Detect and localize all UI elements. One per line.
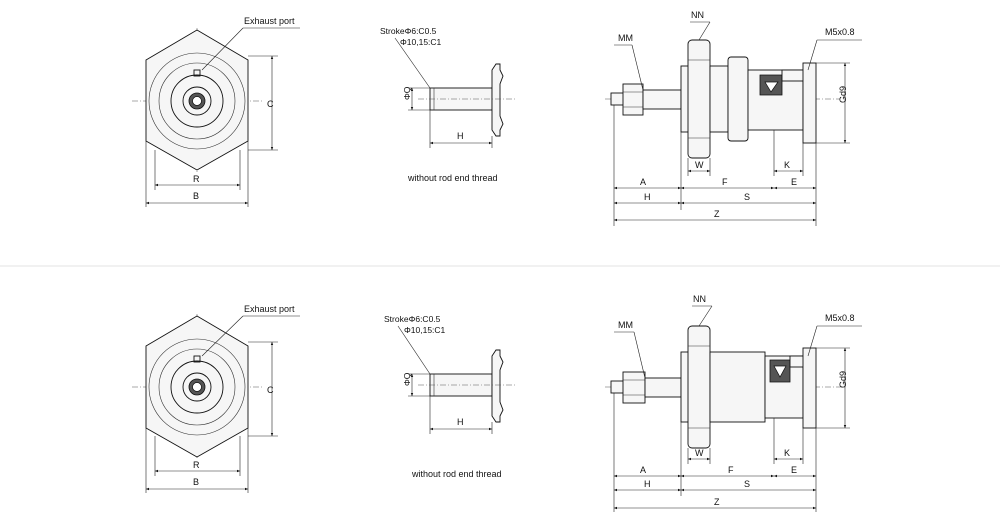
rod-flange <box>491 349 504 423</box>
piston-rod <box>644 377 682 398</box>
exhaust-port-label: Exhaust port <box>244 16 295 26</box>
hex-nut-nn <box>687 39 711 159</box>
dim-a-label: A <box>640 177 646 187</box>
side-view: M5x0.8 MM NN Gd9 W K A F <box>605 10 862 226</box>
port-label: M5x0.8 <box>825 313 855 323</box>
rod-end-circle <box>192 382 202 392</box>
drawing-top: Exhaust port C R B StrokeΦ6:C0.5 Φ10,15:… <box>132 10 862 226</box>
gd9-label: Gd9 <box>838 86 848 103</box>
dim-a-label: A <box>640 465 646 475</box>
caption-without-thread: without rod end thread <box>407 173 498 183</box>
dim-h-label: H <box>457 131 464 141</box>
dim-k-label: K <box>784 160 790 170</box>
piston-rod <box>429 87 493 111</box>
nn-label: NN <box>693 294 706 304</box>
mounting-nut-2 <box>709 65 729 133</box>
dim-h-label: H <box>457 417 464 427</box>
side-view: M5x0.8 MM NN Gd9 W K A F <box>605 294 862 512</box>
piston-rod <box>642 89 682 110</box>
dim-r-label: R <box>193 174 200 184</box>
hex-nut-nn <box>687 325 711 449</box>
dim-c-label: C <box>267 99 274 109</box>
body-circle <box>148 338 246 436</box>
exhaust-port-mark <box>193 355 201 363</box>
end-cap <box>802 347 817 429</box>
dim-h-side-label: H <box>644 479 651 489</box>
rod-end-view: StrokeΦ6:C0.5 Φ10,15:C1 ΦQ H without rod… <box>384 314 515 479</box>
dim-b-label: B <box>193 191 199 201</box>
stroke-note-line1: StrokeΦ6:C0.5 <box>384 314 441 324</box>
dim-s-label: S <box>744 192 750 202</box>
dim-z-label: Z <box>714 209 720 219</box>
nn-label: NN <box>691 10 704 20</box>
mm-label: MM <box>618 320 633 330</box>
dim-q-label: ΦQ <box>402 86 412 100</box>
gd9-label: Gd9 <box>838 371 848 388</box>
dim-s-label: S <box>744 479 750 489</box>
rod-end-circle <box>192 96 202 106</box>
front-view: Exhaust port C R B <box>132 304 300 493</box>
dim-c-label: C <box>267 385 274 395</box>
dim-k-label: K <box>784 448 790 458</box>
dim-f-label: F <box>728 465 734 475</box>
dim-z-label: Z <box>714 497 720 507</box>
end-cap <box>802 62 817 144</box>
dim-r-label: R <box>193 460 200 470</box>
exhaust-port-mark <box>193 69 201 77</box>
exhaust-port-label: Exhaust port <box>244 304 295 314</box>
port-label: M5x0.8 <box>825 27 855 37</box>
dim-q-label: ΦQ <box>402 372 412 386</box>
dim-e-label: E <box>791 465 797 475</box>
front-view: Exhaust port C R B <box>132 16 300 207</box>
drawing-bottom: Exhaust port C R B StrokeΦ6:C0.5 Φ10,15:… <box>132 294 862 512</box>
dim-h-side-label: H <box>644 192 651 202</box>
rod-end-nut <box>622 83 644 116</box>
lock-nut <box>727 56 749 142</box>
dim-f-label: F <box>722 177 728 187</box>
dim-w-label: W <box>695 448 704 458</box>
piston-rod <box>429 373 493 397</box>
dim-e-label: E <box>791 177 797 187</box>
rod-flange <box>491 63 504 137</box>
cylinder-body <box>709 351 766 423</box>
stroke-note-line2: Φ10,15:C1 <box>400 37 442 47</box>
stroke-note-line1: StrokeΦ6:C0.5 <box>380 26 437 36</box>
rod-end-view: StrokeΦ6:C0.5 Φ10,15:C1 ΦQ H without rod… <box>380 26 515 183</box>
caption-without-thread: without rod end thread <box>411 469 502 479</box>
body-circle <box>148 52 246 150</box>
dim-b-label: B <box>193 477 199 487</box>
stroke-note-line2: Φ10,15:C1 <box>404 325 446 335</box>
rod-end-nut <box>622 371 646 404</box>
dim-w-label: W <box>695 160 704 170</box>
mm-label: MM <box>618 33 633 43</box>
